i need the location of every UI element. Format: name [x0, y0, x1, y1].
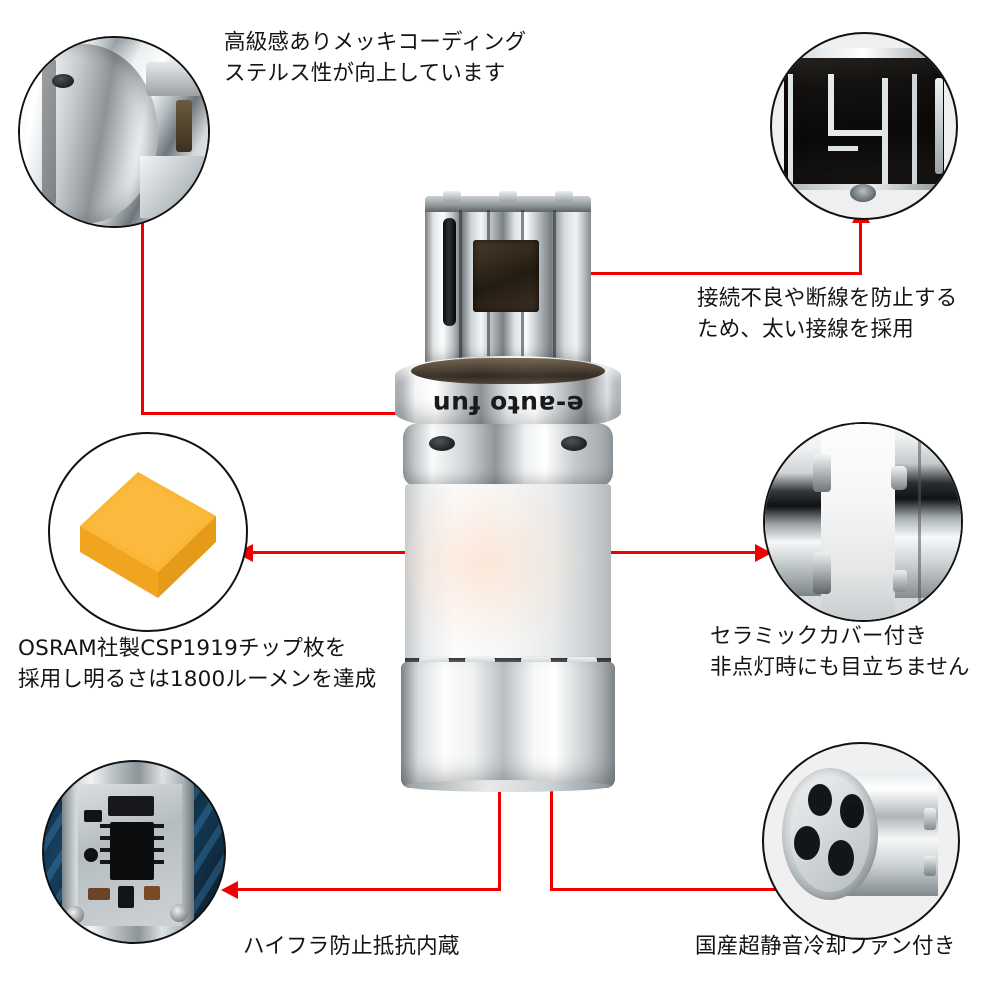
- leader-line-ceramic: [544, 551, 756, 554]
- product-led-bulb: e-auto fun: [383, 191, 633, 896]
- callout-bubble-chip: [48, 432, 248, 632]
- arrow-resistor: [221, 881, 238, 899]
- circuit-board-closeup-icon: [44, 762, 224, 942]
- caption-chip: OSRAM社製CSP1919チップ枚を 採用し明るさは1800ルーメンを達成: [18, 636, 377, 692]
- callout-bubble-fan: [762, 742, 960, 940]
- callout-bubble-wiring: [770, 32, 958, 220]
- brand-text: e-auto fun: [432, 390, 584, 419]
- callout-bubble-resistor: [42, 760, 226, 944]
- leader-line-plating-vertical: [141, 218, 144, 415]
- leader-line-fan-horizontal: [550, 888, 800, 891]
- chrome-plating-closeup-icon: [20, 38, 208, 226]
- caption-fan: 国産超静音冷却ファン付き: [695, 934, 956, 959]
- caption-wiring: 接続不良や断線を防止する ため、太い接線を採用: [697, 286, 958, 342]
- leader-line-fan-vertical: [550, 780, 553, 890]
- leader-line-wiring-horizontal: [452, 272, 862, 275]
- callout-bubble-plating: [18, 36, 210, 228]
- thick-wire: [443, 218, 456, 326]
- callout-bubble-ceramic: [763, 422, 963, 622]
- bulb-upper-ring: [403, 424, 613, 486]
- socket-window: [473, 240, 539, 312]
- thick-wire-closeup-icon: [772, 34, 956, 218]
- collar-dark-band: [411, 358, 605, 384]
- led-chip-cube-icon: [50, 434, 246, 630]
- ceramic-cover: [405, 484, 611, 672]
- leader-line-chip: [252, 551, 474, 554]
- leader-line-resistor-horizontal: [237, 888, 501, 891]
- caption-ceramic: セラミックカバー付き 非点灯時にも目立ちません: [710, 624, 970, 680]
- caption-resistor: ハイフラ防止抵抗内蔵: [243, 934, 460, 959]
- cooling-fan-closeup-icon: [764, 744, 958, 938]
- ceramic-cover-closeup-icon: [765, 424, 961, 620]
- bulb-socket-top: [425, 191, 591, 364]
- bulb-collar: e-auto fun: [395, 356, 621, 432]
- fan-housing: [401, 662, 615, 792]
- leader-line-plating-horizontal: [141, 412, 441, 415]
- leader-line-wiring-vertical: [859, 222, 862, 274]
- caption-plating: 高級感ありメッキコーディング ステルス性が向上しています: [224, 30, 527, 86]
